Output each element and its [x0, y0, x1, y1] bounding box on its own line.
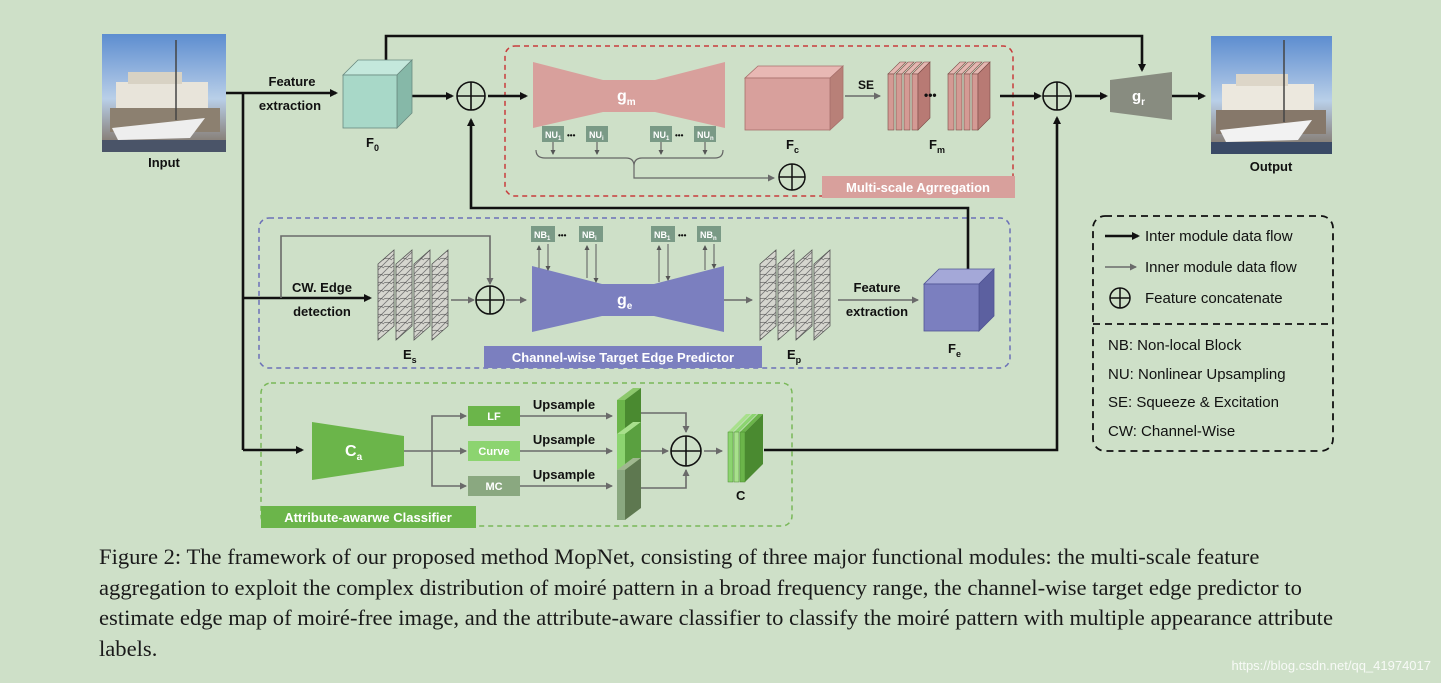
nu-dots-right: •••: [675, 131, 684, 140]
nb-flows: [536, 244, 717, 283]
fc-cube: [743, 65, 845, 131]
input-image: [102, 34, 226, 152]
aac-module-box: [260, 382, 793, 527]
f0-label: F0: [366, 135, 379, 153]
attr-lf-box: [468, 406, 520, 426]
feature-extraction-cwtep-2: extraction: [846, 304, 908, 319]
nb-blocks: [531, 226, 721, 242]
legend-nb: NB: Non-local Block: [1108, 337, 1242, 354]
es-label: Es: [403, 347, 417, 365]
nu-dots-left: •••: [567, 131, 576, 140]
gr-block: [1110, 72, 1172, 120]
inter-module-flows: [226, 34, 1206, 454]
concat-circle-nu: [778, 163, 806, 191]
framework-diagram: Input Output Feature extraction F0: [102, 34, 1334, 528]
gm-block: [533, 62, 725, 128]
fe-cube: [923, 268, 995, 332]
msa-title-tag: [822, 176, 1015, 198]
cwtep-inner-flows: [280, 235, 919, 304]
legend-box: [1092, 215, 1334, 452]
nb-i-label: NBi: [582, 230, 597, 242]
output-image: [1211, 36, 1332, 154]
concat-circle-msa: [456, 81, 486, 111]
upsample-label-3: Upsample: [533, 467, 595, 482]
nb-dots-left: •••: [558, 231, 567, 240]
nu-flows: [535, 142, 775, 182]
legend-inter-label: Inter module data flow: [1145, 228, 1293, 245]
legend-nu: NU: Nonlinear Upsampling: [1108, 366, 1286, 383]
attr-mc-box: [468, 476, 520, 496]
fm-dots: •••: [924, 88, 937, 102]
concat-circle-output: [1042, 81, 1072, 111]
msa-title: Multi-scale Agrregation: [846, 180, 990, 195]
aac-inner-flows: [404, 412, 723, 490]
fm-label: Fm: [929, 137, 945, 155]
ep-edge-maps: [759, 249, 831, 341]
upsample-label-1: Upsample: [533, 397, 595, 412]
ep-label: Ep: [787, 347, 802, 365]
cw-edge-label: CW. Edge: [292, 280, 352, 295]
nu-n-label: NUn: [697, 130, 714, 142]
attr-mc-label: MC: [485, 481, 502, 493]
msa-module-box: [504, 45, 1014, 197]
ge-block: [532, 266, 724, 332]
nu-i-label: NUi: [589, 130, 604, 142]
legend-inner-label: Inner module data flow: [1145, 259, 1297, 276]
aac-title-tag: [261, 506, 476, 528]
ca-label: Ca: [345, 443, 363, 463]
figure-caption: Figure 2: The framework of our proposed …: [99, 544, 1333, 661]
attr-curve-box: [468, 441, 520, 461]
upsampled-features: [617, 388, 641, 520]
attr-lf-label: LF: [487, 411, 501, 423]
aac-title: Attribute-awarwe Classifier: [284, 510, 452, 525]
gm-label: gm: [617, 88, 636, 108]
ge-label: ge: [617, 292, 633, 312]
input-label: Input: [148, 155, 180, 170]
output-label: Output: [1250, 159, 1293, 174]
se-label: SE: [858, 78, 874, 92]
cw-edge-label-2: detection: [293, 304, 351, 319]
nu-1b-label: NU1: [653, 130, 670, 142]
legend-se: SE: Squeeze & Excitation: [1108, 394, 1279, 411]
concat-circle-aac: [670, 435, 702, 467]
nb-1-label: NB1: [534, 230, 551, 242]
feature-extraction-cwtep: Feature: [854, 280, 901, 295]
concat-circle-cwtep: [475, 285, 505, 315]
nb-dots-right: •••: [678, 231, 687, 240]
nb-1b-label: NB1: [654, 230, 671, 242]
cwtep-title: Channel-wise Target Edge Predictor: [512, 350, 734, 365]
upsample-label-2: Upsample: [533, 432, 595, 447]
legend-concat-label: Feature concatenate: [1145, 290, 1283, 307]
fc-label: Fc: [786, 137, 799, 155]
attr-curve-label: Curve: [478, 446, 509, 458]
nu-1-label: NU1: [545, 130, 562, 142]
watermark-url: https://blog.csdn.net/qq_41974017: [1231, 658, 1432, 673]
legend-cw: CW: Channel-Wise: [1108, 423, 1235, 440]
legend-concat-icon: [1109, 287, 1131, 309]
nu-blocks: [542, 126, 716, 142]
cwtep-module-box: [258, 217, 1011, 369]
fe-label: Fe: [948, 341, 961, 359]
cwtep-title-tag: [484, 346, 762, 368]
es-edge-maps: [377, 249, 449, 341]
f0-cube: [342, 59, 413, 129]
feature-extraction-label: Feature: [269, 74, 316, 89]
gr-label: gr: [1132, 88, 1145, 108]
c-stack: [727, 414, 763, 483]
ca-block: [312, 422, 404, 480]
nb-n-label: NBn: [700, 230, 717, 242]
fm-slices: [887, 61, 991, 131]
c-label: C: [736, 488, 746, 503]
feature-extraction-label-2: extraction: [259, 98, 321, 113]
